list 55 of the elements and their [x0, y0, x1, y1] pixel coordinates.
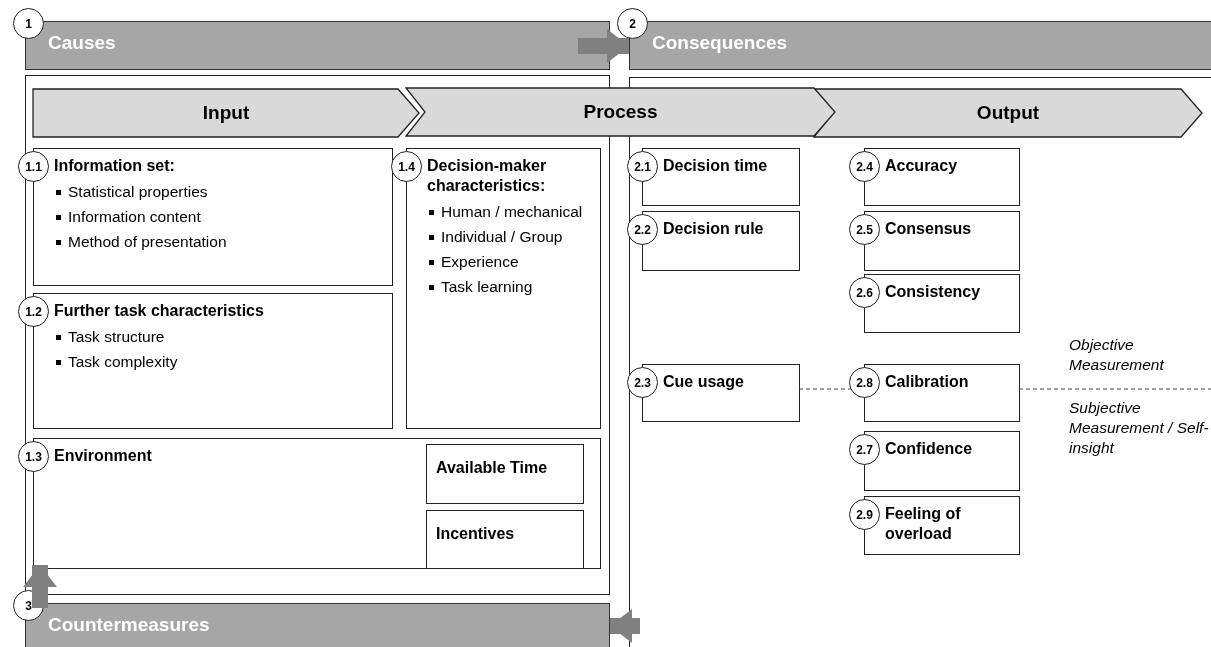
number-badge: 1 [13, 8, 44, 39]
band-title: Countermeasures [48, 614, 210, 636]
number-badge: 2.4 [849, 151, 880, 182]
band-title: Causes [48, 32, 116, 54]
box-heading: Incentives [436, 524, 516, 544]
measurement-note: Subjective Measurement / Self-insight [1069, 398, 1209, 458]
box-heading: Feeling of overload [885, 504, 962, 544]
chevron-header [813, 88, 1203, 138]
measurement-note: Objective Measurement [1069, 335, 1166, 375]
bullet-item: Individual / Group [427, 227, 594, 246]
factor-box [426, 510, 584, 569]
header-text: Process [583, 101, 658, 123]
number-badge: 2.8 [849, 367, 880, 398]
bullet-item: Task learning [427, 277, 594, 296]
box-heading: Further task characteristics [54, 301, 265, 321]
number-badge: 2.2 [627, 214, 658, 245]
bullet-item: Information content [54, 207, 386, 226]
chevron-header [405, 87, 836, 137]
number-badge: 2.7 [849, 434, 880, 465]
block-arrow [23, 565, 57, 608]
header-text: Output [976, 102, 1040, 124]
bullet-item: Experience [427, 252, 594, 271]
box-heading: Decision time [663, 156, 769, 176]
box-heading: Decision rule [663, 219, 765, 239]
block-arrow [610, 609, 640, 643]
number-badge: 2.5 [849, 214, 880, 245]
box-heading: Cue usage [663, 372, 745, 392]
number-badge: 1.4 [391, 151, 422, 182]
box-heading: Consensus [885, 219, 973, 239]
box-heading: Confidence [885, 439, 974, 459]
number-badge: 2.9 [849, 499, 880, 530]
box-heading: Available Time [436, 458, 549, 478]
number-badge: 1.1 [18, 151, 49, 182]
box-heading: Accuracy [885, 156, 959, 176]
factor-box [426, 444, 584, 504]
number-badge: 2.1 [627, 151, 658, 182]
number-badge: 2 [617, 8, 648, 39]
bullet-item: Method of presentation [54, 232, 386, 251]
box-heading: Calibration [885, 372, 970, 392]
dashed-line [1018, 388, 1211, 390]
box-heading: Information set: [54, 156, 176, 176]
bullet-item: Task complexity [54, 352, 386, 371]
bullet-item: Human / mechanical [427, 202, 594, 221]
box-heading: Environment [54, 446, 153, 466]
number-badge: 1.2 [18, 296, 49, 327]
number-badge: 1.3 [18, 441, 49, 472]
header-text: Input [202, 102, 250, 124]
box-heading: Decision-maker characteristics: [427, 156, 548, 196]
chevron-header [32, 88, 420, 138]
box-heading: Consistency [885, 282, 982, 302]
band-title: Consequences [652, 32, 788, 54]
bullet-item: Task structure [54, 327, 386, 346]
bullet-item: Statistical properties [54, 182, 386, 201]
number-badge: 2.3 [627, 367, 658, 398]
number-badge: 2.6 [849, 277, 880, 308]
